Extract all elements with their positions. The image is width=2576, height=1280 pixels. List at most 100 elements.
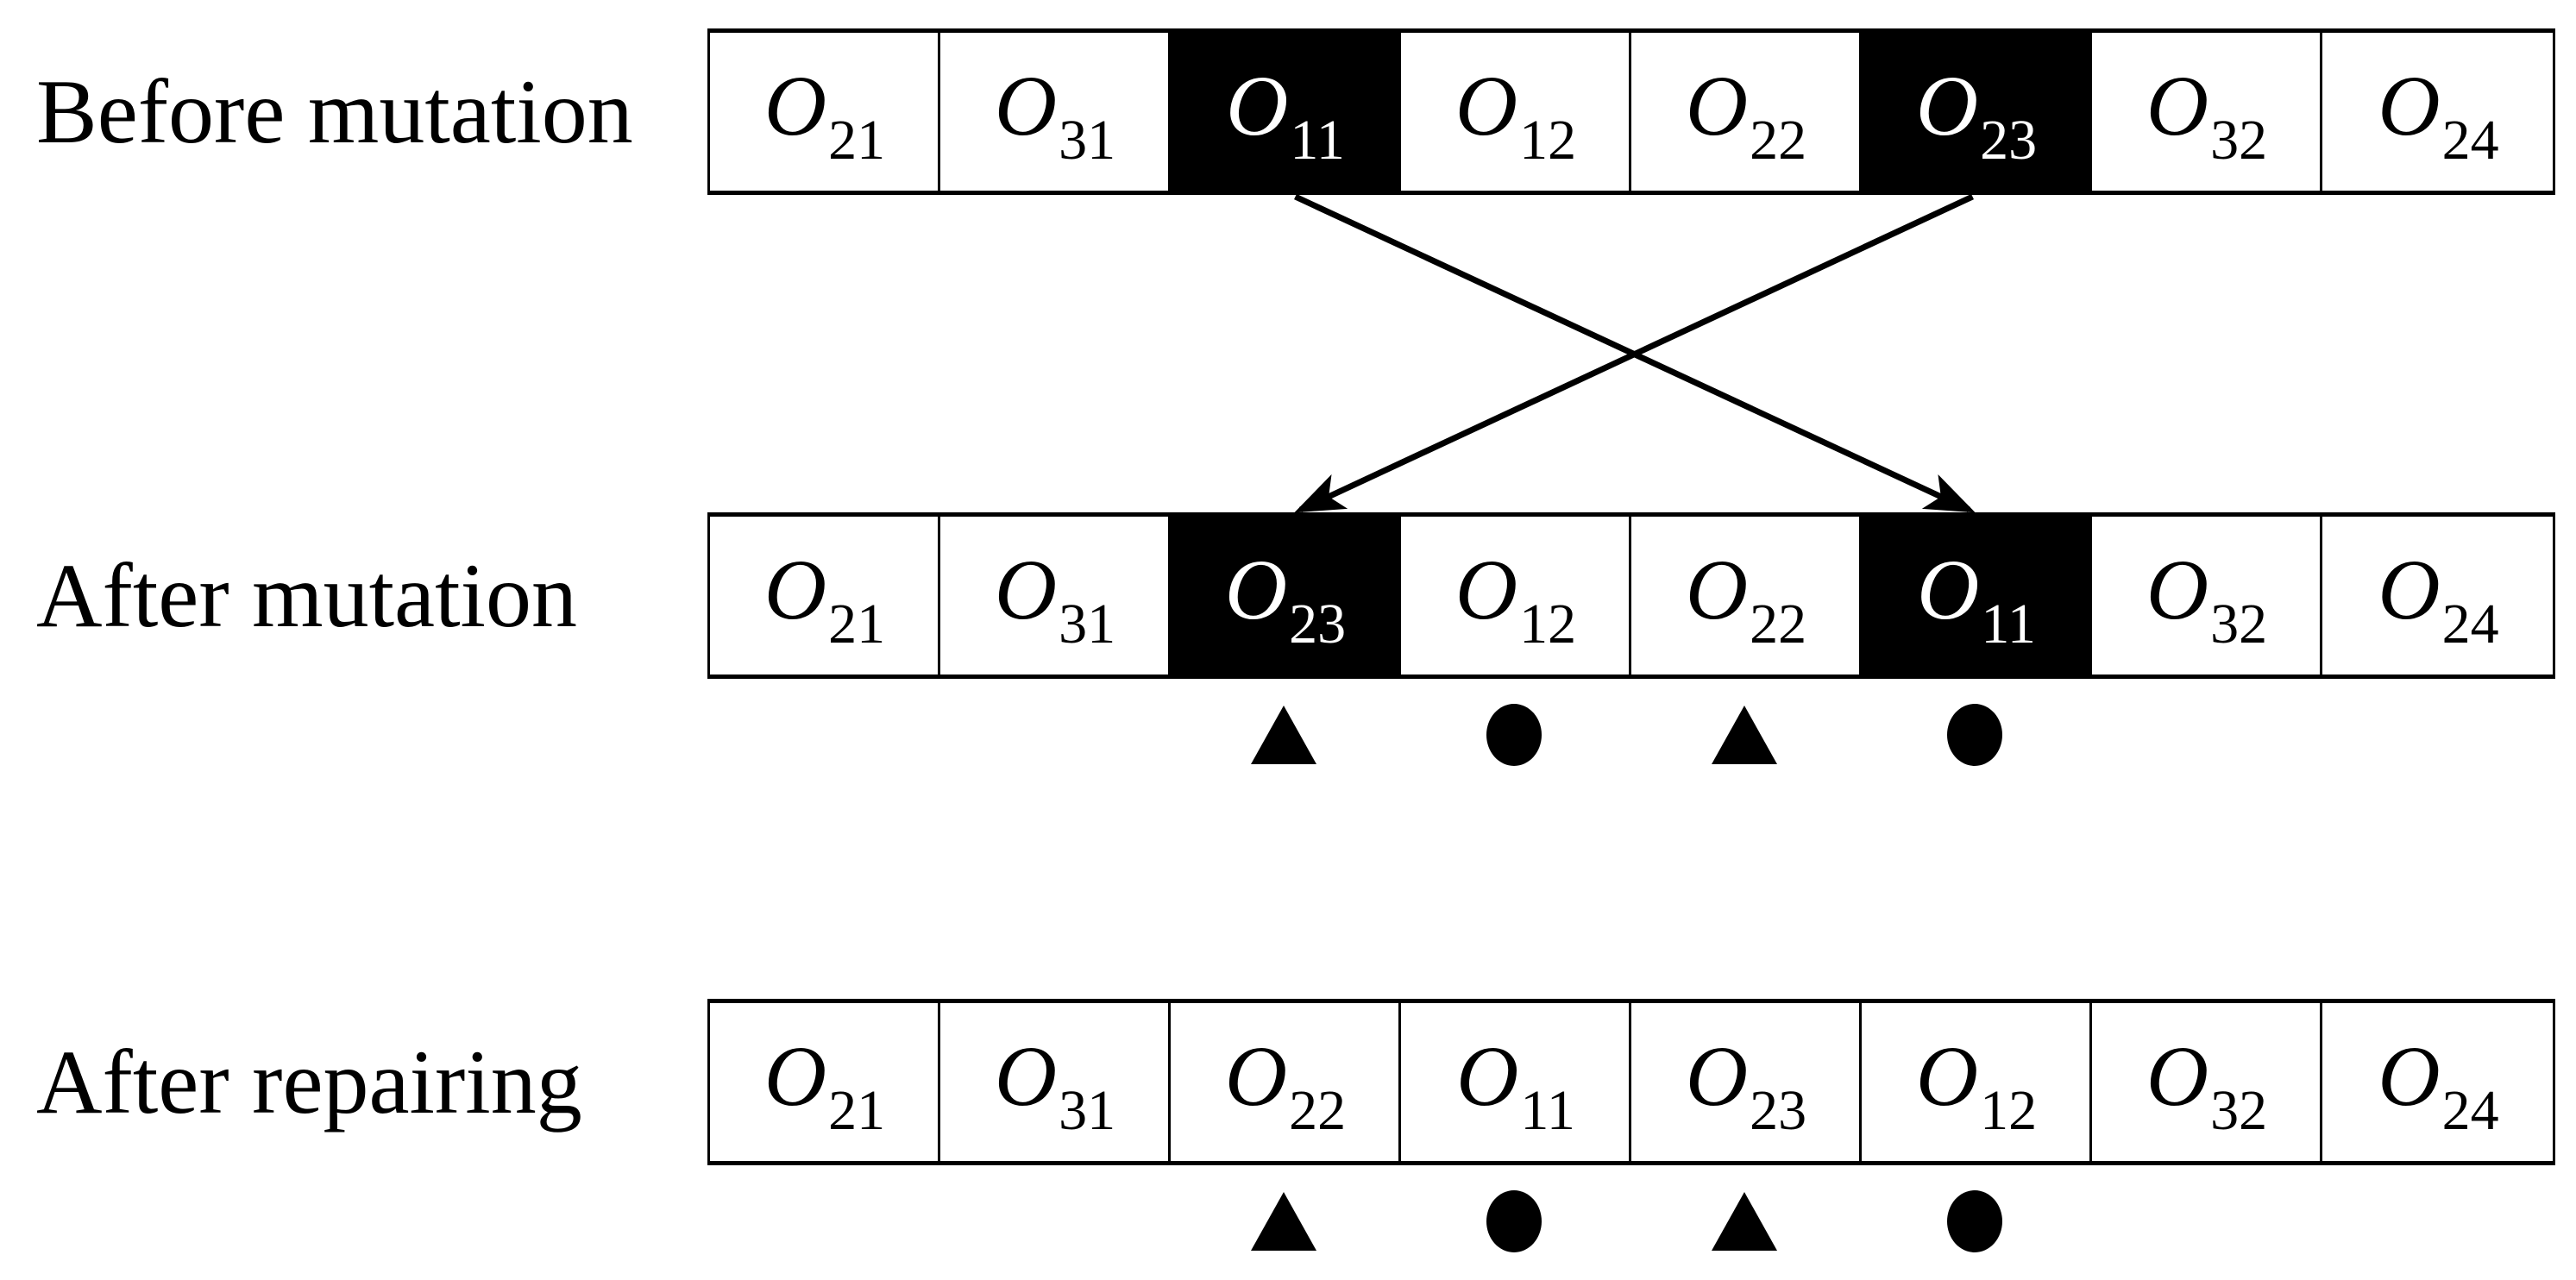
operation-symbol: O — [2378, 1027, 2441, 1124]
cell-text: O24 — [2378, 546, 2498, 652]
operation-subscript: 31 — [1059, 108, 1116, 172]
operation-subscript: 12 — [1519, 592, 1577, 656]
operation-symbol: O — [1226, 57, 1289, 154]
operation-symbol: O — [994, 1027, 1058, 1124]
cell-text: O32 — [2146, 546, 2267, 652]
sequence-cell: O12 — [1862, 1003, 2092, 1161]
sequence-cell: O32 — [2092, 517, 2322, 675]
sequence-cell: O23 — [1631, 1003, 1862, 1161]
sequence-cell: O31 — [940, 517, 1171, 675]
row-label-after-repairing: After repairing — [36, 1031, 582, 1133]
operation-subscript: 31 — [1059, 592, 1116, 656]
sequence-cell: O22 — [1631, 517, 1862, 675]
cell-text: O11 — [1226, 62, 1345, 168]
operation-symbol: O — [1917, 541, 1980, 637]
operation-subscript: 23 — [1750, 1078, 1807, 1142]
sequence-cell: O12 — [1401, 517, 1631, 675]
cell-text: O23 — [1686, 1032, 1806, 1139]
operation-symbol: O — [763, 57, 827, 154]
cell-text: O21 — [764, 546, 885, 652]
operation-subscript: 24 — [2441, 1078, 2499, 1142]
operation-subscript: 21 — [828, 592, 886, 656]
operation-subscript: 11 — [1981, 592, 2036, 656]
swap-arrow — [1294, 193, 1974, 513]
operation-subscript: 32 — [2210, 592, 2268, 656]
operation-symbol: O — [994, 57, 1058, 154]
triangle-marker — [1711, 706, 1777, 764]
operation-symbol: O — [994, 541, 1058, 637]
sequence-cell: O22 — [1171, 1003, 1401, 1161]
circle-marker — [1486, 1190, 1542, 1252]
operation-symbol: O — [763, 541, 827, 637]
cell-text: O24 — [2378, 1032, 2498, 1139]
cell-text: O12 — [1916, 1032, 2037, 1139]
operation-symbol: O — [1915, 57, 1979, 154]
cell-text: O22 — [1225, 1032, 1346, 1139]
sequence-cell: O32 — [2092, 1003, 2322, 1161]
operation-symbol: O — [2146, 541, 2209, 637]
circle-marker — [1946, 1190, 2002, 1252]
operation-symbol: O — [1454, 57, 1518, 154]
operation-subscript: 32 — [2210, 108, 2268, 172]
operation-symbol: O — [2146, 57, 2209, 154]
sequence-cell: O21 — [710, 517, 940, 675]
swap-arrow — [1294, 193, 1976, 513]
operation-subscript: 31 — [1059, 1078, 1116, 1142]
operation-symbol: O — [2378, 541, 2441, 637]
operation-subscript: 12 — [1519, 108, 1577, 172]
sequence-cell: O11 — [1862, 517, 2092, 675]
cell-text: O23 — [1916, 62, 2037, 168]
operation-subscript: 12 — [1980, 1078, 2038, 1142]
sequence-cell: O31 — [940, 1003, 1171, 1161]
operation-subscript: 21 — [828, 108, 886, 172]
operation-symbol: O — [1685, 541, 1749, 637]
operation-symbol: O — [1685, 1027, 1749, 1124]
operation-subscript: 11 — [1290, 108, 1345, 172]
triangle-marker — [1711, 1192, 1777, 1251]
sequence-cell: O24 — [2322, 517, 2553, 675]
operation-symbol: O — [1224, 1027, 1288, 1124]
sequence-cell: O21 — [710, 33, 940, 191]
sequence-cell: O24 — [2322, 1003, 2553, 1161]
operation-symbol: O — [2146, 1027, 2209, 1124]
cell-text: O21 — [764, 62, 885, 168]
cell-text: O31 — [995, 1032, 1115, 1139]
row-label-after-mutation: After mutation — [36, 544, 577, 646]
operation-subscript: 23 — [1980, 108, 2038, 172]
operation-symbol: O — [763, 1027, 827, 1124]
operation-subscript: 32 — [2210, 1078, 2268, 1142]
operation-subscript: 22 — [1750, 108, 1807, 172]
operation-symbol: O — [1915, 1027, 1979, 1124]
row-label-before-mutation: Before mutation — [36, 60, 633, 162]
operation-symbol: O — [1224, 541, 1288, 637]
triangle-marker — [1250, 706, 1316, 764]
operation-subscript: 11 — [1520, 1078, 1575, 1142]
circle-marker — [1946, 704, 2002, 766]
operation-symbol: O — [2378, 57, 2441, 154]
operation-symbol: O — [1454, 541, 1518, 637]
operation-subscript: 21 — [828, 1078, 886, 1142]
operation-subscript: 24 — [2441, 592, 2499, 656]
sequence-cell: O32 — [2092, 33, 2322, 191]
operation-symbol: O — [1456, 1027, 1519, 1124]
sequence-cell: O22 — [1631, 33, 1862, 191]
operation-subscript: 22 — [1750, 592, 1807, 656]
cell-text: O11 — [1456, 1032, 1575, 1139]
operation-subscript: 22 — [1289, 1078, 1347, 1142]
cell-text: O12 — [1455, 62, 1576, 168]
sequence-cell: O11 — [1401, 1003, 1631, 1161]
operation-symbol: O — [1685, 57, 1749, 154]
sequence-cell: O31 — [940, 33, 1171, 191]
cell-text: O24 — [2378, 62, 2498, 168]
operation-subscript: 24 — [2441, 108, 2499, 172]
circle-marker — [1486, 704, 1542, 766]
cell-text: O21 — [764, 1032, 885, 1139]
triangle-marker — [1250, 1192, 1316, 1251]
sequence-cell: O23 — [1171, 517, 1401, 675]
cell-text: O31 — [995, 546, 1115, 652]
cell-text: O12 — [1455, 546, 1576, 652]
